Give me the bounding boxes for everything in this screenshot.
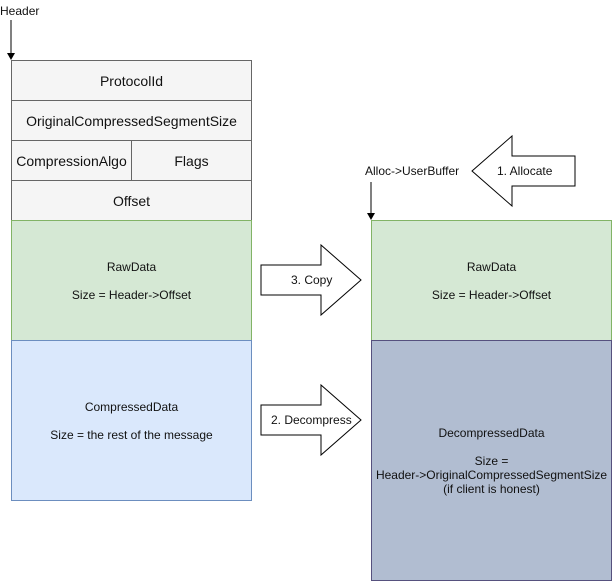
flags-field: Flags bbox=[131, 140, 252, 181]
decompress-arrow-label: 2. Decompress bbox=[271, 413, 352, 427]
buffer-raw-data-block: RawData Size = Header->Offset bbox=[371, 220, 612, 341]
original-size-label: OriginalCompressedSegmentSize bbox=[26, 112, 237, 129]
copy-arrow-shape bbox=[260, 243, 362, 317]
copy-arrow-label: 3. Copy bbox=[291, 273, 333, 287]
compression-algo-label: CompressionAlgo bbox=[16, 152, 127, 169]
original-size-field: OriginalCompressedSegmentSize bbox=[11, 100, 252, 141]
header-pointer-head bbox=[7, 53, 15, 60]
offset-label: Offset bbox=[112, 192, 151, 209]
protocol-id-field: ProtocolId bbox=[11, 60, 252, 101]
allocate-arrow-shape bbox=[471, 134, 576, 208]
message-raw-data-title: RawData bbox=[106, 259, 157, 274]
message-raw-data-size: Size = Header->Offset bbox=[71, 287, 192, 302]
decompressed-size-line2: Header->OriginalCompressedSegmentSize bbox=[375, 467, 608, 482]
compressed-data-block: CompressedData Size = the rest of the me… bbox=[11, 340, 252, 501]
decompressed-size-line3: (if client is honest) bbox=[443, 481, 540, 496]
user-buffer-label: Alloc->UserBuffer bbox=[365, 164, 460, 178]
compressed-data-title: CompressedData bbox=[84, 399, 179, 414]
decompressed-size-line1: Size = bbox=[474, 453, 509, 468]
header-label: Header bbox=[0, 4, 40, 18]
decompress-arrow-shape bbox=[260, 383, 362, 457]
message-raw-data-block: RawData Size = Header->Offset bbox=[11, 220, 252, 341]
buffer-raw-data-title: RawData bbox=[466, 259, 517, 274]
compressed-data-size: Size = the rest of the message bbox=[50, 427, 213, 442]
protocol-id-label: ProtocolId bbox=[99, 72, 164, 89]
decompressed-data-title: DecompressedData bbox=[438, 425, 545, 440]
compression-algo-field: CompressionAlgo bbox=[11, 140, 132, 181]
decompressed-data-block: DecompressedData Size = Header->Original… bbox=[371, 340, 612, 581]
flags-label: Flags bbox=[174, 152, 209, 169]
allocate-arrow-label: 1. Allocate bbox=[497, 164, 553, 178]
offset-field: Offset bbox=[11, 180, 252, 221]
buffer-pointer-head bbox=[367, 213, 375, 220]
buffer-raw-data-size: Size = Header->Offset bbox=[431, 287, 552, 302]
